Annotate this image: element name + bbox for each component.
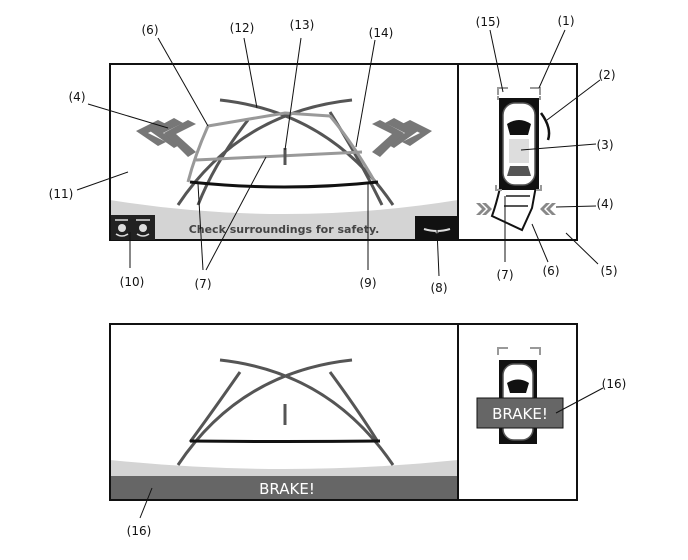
ground-band bbox=[110, 200, 458, 240]
callout-2: (2) bbox=[599, 68, 616, 82]
safety-message: Check surroundings for safety. bbox=[189, 223, 380, 236]
predicted-course-right bbox=[328, 115, 377, 183]
brake-banner-main: BRAKE! bbox=[259, 480, 315, 498]
callout-15: (15) bbox=[476, 15, 501, 29]
predicted-course-mid bbox=[195, 150, 363, 162]
callout-3: (3) bbox=[597, 138, 614, 152]
sensor-status-icon bbox=[111, 215, 155, 240]
callout-7-side: (7) bbox=[497, 268, 514, 282]
guide-line-left-outer bbox=[196, 119, 250, 206]
vehicle-top-icon bbox=[499, 98, 539, 190]
predicted-course-top bbox=[207, 111, 331, 128]
callout-12: (12) bbox=[230, 21, 255, 35]
predicted-course-left bbox=[186, 125, 210, 183]
chevron-warning-icon bbox=[136, 118, 196, 157]
callout-11: (11) bbox=[49, 187, 74, 201]
distance-guide-line bbox=[189, 180, 379, 189]
callout-14: (14) bbox=[369, 26, 394, 40]
callout-5: (5) bbox=[601, 264, 618, 278]
chevron-warning-icon bbox=[476, 203, 556, 215]
callout-10: (10) bbox=[120, 275, 145, 289]
callout-1: (1) bbox=[558, 14, 575, 28]
callout-13: (13) bbox=[290, 18, 315, 32]
callout-4-side: (4) bbox=[597, 197, 614, 211]
top-side-view bbox=[457, 63, 578, 241]
callout-7: (7) bbox=[195, 277, 212, 291]
callout-16-main: (16) bbox=[127, 524, 152, 538]
callout-6-side: (6) bbox=[543, 264, 560, 278]
callout-6: (6) bbox=[142, 23, 159, 37]
brake-banner-side: BRAKE! bbox=[492, 405, 548, 423]
top-display: Check surroundings for safety. bbox=[109, 63, 459, 241]
callout-labels: (6) (12) (13) (14) (4) (11) (10) (7) (9)… bbox=[49, 14, 627, 538]
chevron-warning-icon bbox=[372, 118, 432, 157]
camera-view-switch-icon[interactable] bbox=[415, 216, 458, 240]
bottom-display: BRAKE! BRAKE! bbox=[109, 323, 578, 501]
callout-9: (9) bbox=[360, 276, 377, 290]
callout-16-side: (16) bbox=[602, 377, 627, 391]
leader-lines bbox=[76, 29, 604, 519]
callout-8: (8) bbox=[431, 281, 448, 295]
callout-4: (4) bbox=[69, 90, 86, 104]
